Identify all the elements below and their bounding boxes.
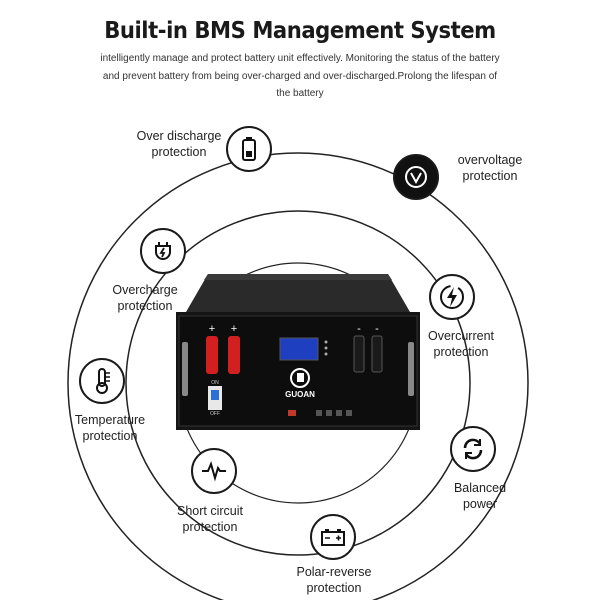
positive-terminal-label: + (209, 323, 215, 335)
positive-terminal-label: + (231, 323, 237, 335)
page-title: Built-in BMS Management System (104, 18, 496, 44)
description: intelligently manage and protect battery… (70, 50, 530, 103)
description-line: intelligently manage and protect battery… (100, 53, 500, 64)
gauge-icon (393, 154, 439, 200)
description-line: the battery (276, 88, 324, 99)
breaker-on-label: ON (211, 380, 219, 386)
cycle-arrows-icon (450, 426, 496, 472)
battery-module: + + ON OFF GUOAN - - (176, 274, 420, 430)
thermometer-icon (79, 358, 125, 404)
battery-icon (226, 126, 272, 172)
lightning-icon (429, 274, 475, 320)
waveform-icon (191, 448, 237, 494)
plug-bolt-icon (140, 228, 186, 274)
breaker-off-label: OFF (210, 411, 220, 417)
description-line: and prevent battery from being over-char… (102, 70, 498, 82)
negative-terminal-label: - (375, 323, 379, 335)
battery-polarity-icon (310, 514, 356, 560)
negative-terminal-label: - (357, 323, 361, 335)
brand-logo-text: GUOAN (285, 390, 315, 399)
